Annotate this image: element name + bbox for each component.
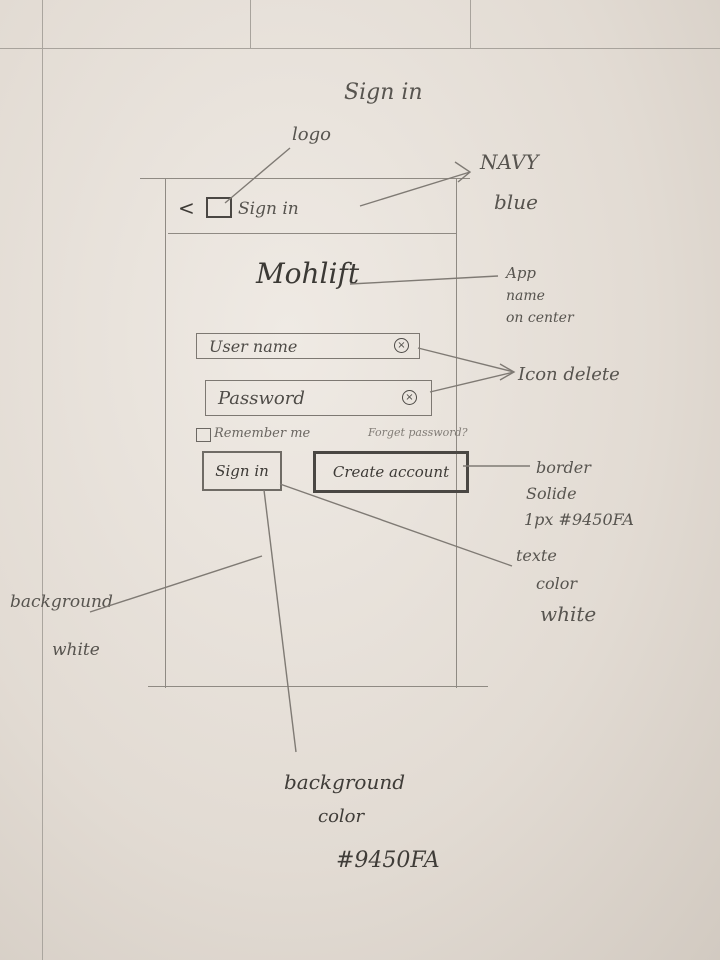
sketch-title: Sign in (344, 80, 423, 105)
password-field[interactable]: Password × (205, 380, 432, 416)
sign-in-button[interactable]: Sign in (202, 451, 282, 491)
annotation-bg-color-1: background (284, 770, 406, 794)
logo-icon (206, 197, 232, 218)
annotation-app-name-2: name (506, 288, 545, 304)
annotation-background-1: background (10, 592, 113, 612)
annotation-text-color-3: white (540, 602, 597, 626)
annotation-logo: logo (292, 124, 331, 145)
phone-frame (165, 178, 457, 688)
remember-checkbox[interactable] (196, 428, 211, 442)
create-account-button[interactable]: Create account (313, 451, 469, 493)
clear-icon[interactable]: × (394, 338, 409, 353)
back-icon[interactable]: < (178, 196, 195, 220)
annotation-bg-color-3: #9450FA (336, 848, 440, 873)
app-name: Mohlift (256, 257, 360, 290)
remember-label: Remember me (214, 426, 311, 441)
header-divider (168, 233, 456, 234)
paper-ruled-header (0, 0, 720, 49)
phone-frame-top (140, 178, 470, 179)
password-value: Password (218, 388, 305, 409)
annotation-background-2: white (52, 640, 100, 660)
annotation-border-3: 1px #9450FA (524, 510, 634, 529)
phone-frame-bottom (148, 686, 488, 687)
annotation-app-name-1: App (506, 264, 537, 282)
username-value: User name (209, 337, 298, 356)
paper-margin-line (42, 0, 43, 960)
annotation-icon-delete: Icon delete (518, 364, 620, 385)
clear-icon[interactable]: × (402, 390, 417, 405)
annotation-border-1: border (536, 458, 591, 477)
annotation-navy-2: blue (494, 190, 538, 214)
annotation-app-name-3: on center (506, 310, 574, 326)
annotation-navy-1: NAVY (480, 150, 539, 174)
forgot-password-link[interactable]: Forget password? (368, 426, 468, 439)
annotation-bg-color-2: color (318, 806, 365, 827)
header-title: Sign in (238, 199, 299, 219)
annotation-border-2: Solide (526, 484, 577, 503)
annotation-text-color-1: texte (516, 546, 557, 565)
username-field[interactable]: User name × (196, 333, 420, 359)
annotation-text-color-2: color (536, 574, 577, 593)
